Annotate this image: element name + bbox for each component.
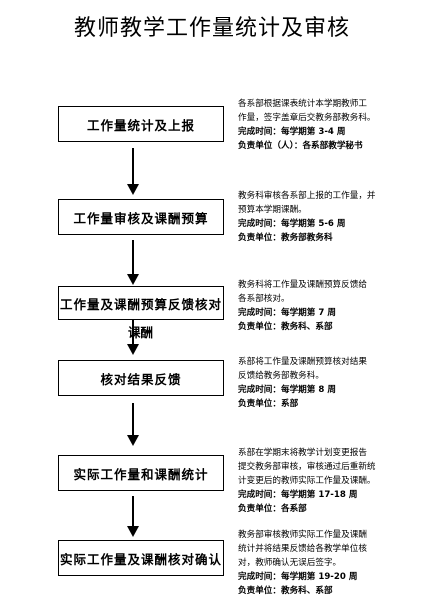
step-4-time-value: 每学期第 8 周 (280, 385, 336, 395)
step-6-label: 实际工作量及课酬核对确认 (59, 551, 222, 567)
step-5-unit-label: 负责单位： (238, 504, 281, 514)
step-2-box: 工作量审核及课酬预算 (58, 199, 224, 235)
step-6-unit-value: 教务科、系部 (280, 586, 333, 596)
step-2-desc-1: 教务科审核各系部上报的工作量，并 (238, 191, 376, 201)
step-5-desc-2: 提交教务部审核，审核通过后重新统 (238, 462, 376, 472)
step-3-time-value: 每学期第 7 周 (280, 308, 336, 318)
arrow-down-icon (127, 148, 139, 195)
step-6-note: 教务部审核教师实际工作量及课酬 统计并将结果反馈给各教学单位核 对，教师确认无误… (238, 528, 438, 598)
step-5-note: 系部在学期末将教学计划变更报告 提交教务部审核，审核通过后重新统 计变更后的教师… (238, 446, 438, 516)
step-1-time-label: 完成时间： (238, 127, 281, 137)
step-3-label-overflow: 课酬 (128, 325, 154, 340)
step-6-desc-1: 教务部审核教师实际工作量及课酬 (238, 530, 367, 540)
step-6-time-value: 每学期第 19-20 周 (280, 572, 358, 582)
step-5-time-value: 每学期第 17-18 周 (280, 490, 358, 500)
step-5-label: 实际工作量和课酬统计 (73, 466, 209, 482)
step-1-label: 工作量统计及上报 (86, 117, 195, 133)
step-5-unit-value: 各系部 (280, 504, 307, 514)
step-5-desc-3: 计变更后的教师实际工作量及课酬。 (238, 476, 376, 486)
step-3-desc-2: 各系部核对。 (238, 294, 290, 304)
step-6-desc-2: 统计并将结果反馈给各教学单位核 (238, 544, 367, 554)
step-4-time-label: 完成时间： (238, 385, 281, 395)
step-4-label: 核对结果反馈 (100, 371, 182, 387)
step-1-note: 各系部根据课表统计本学期教师工 作量，签字盖章后交教务部教务科。 完成时间：每学… (238, 97, 438, 153)
step-1-desc-1: 各系部根据课表统计本学期教师工 (238, 99, 367, 109)
step-3-desc-1: 教务科将工作量及课酬预算反馈给 (238, 280, 367, 290)
step-3-time-label: 完成时间： (238, 308, 281, 318)
step-3-unit-value: 教务科、系部 (280, 322, 333, 332)
step-1-time-value: 每学期第 3-4 周 (280, 127, 346, 137)
step-2-label: 工作量审核及课酬预算 (73, 210, 209, 226)
step-4-unit-value: 系部 (280, 399, 299, 409)
step-4-desc-1: 系部将工作量及课酬预算核对结果 (238, 357, 367, 367)
step-1-unit-value: 各系部教学秘书 (302, 141, 363, 151)
arrow-down-icon (127, 403, 139, 446)
step-4-box: 核对结果反馈 (58, 360, 224, 396)
step-5-box: 实际工作量和课酬统计 (58, 455, 224, 491)
step-5-desc-1: 系部在学期末将教学计划变更报告 (238, 448, 367, 458)
step-2-time-value: 每学期第 5-6 周 (280, 219, 346, 229)
step-2-note: 教务科审核各系部上报的工作量，并 预算本学期课酬。 完成时间：每学期第 5-6 … (238, 189, 438, 245)
step-3-unit-label: 负责单位： (238, 322, 281, 332)
step-5-time-label: 完成时间： (238, 490, 281, 500)
arrow-down-icon (127, 240, 139, 285)
arrow-down-icon (127, 320, 139, 355)
step-6-unit-label: 负责单位： (238, 586, 281, 596)
step-3-label: 工作量及课酬预算反馈核对 (59, 296, 222, 312)
step-2-desc-2: 预算本学期课酬。 (238, 205, 307, 215)
step-6-desc-3: 对，教师确认无误后签字。 (238, 558, 342, 568)
step-4-note: 系部将工作量及课酬预算核对结果 反馈给教务部教务科。 完成时间：每学期第 8 周… (238, 355, 438, 411)
step-2-unit-label: 负责单位： (238, 233, 281, 243)
arrow-down-icon (127, 496, 139, 537)
step-1-box: 工作量统计及上报 (58, 106, 224, 142)
step-2-unit-value: 教务部教务科 (280, 233, 333, 243)
step-4-desc-2: 反馈给教务部教务科。 (238, 371, 324, 381)
step-1-desc-2: 作量，签字盖章后交教务部教务科。 (238, 113, 376, 123)
step-3-note: 教务科将工作量及课酬预算反馈给 各系部核对。 完成时间：每学期第 7 周 负责单… (238, 278, 438, 334)
step-1-unit-label: 负责单位（人）： (238, 141, 303, 151)
step-2-time-label: 完成时间： (238, 219, 281, 229)
step-3-box: 工作量及课酬预算反馈核对 (58, 286, 224, 320)
page-title: 教师教学工作量统计及审核 (74, 16, 351, 41)
step-4-unit-label: 负责单位： (238, 399, 281, 409)
step-6-box: 实际工作量及课酬核对确认 (58, 540, 224, 576)
step-6-time-label: 完成时间： (238, 572, 281, 582)
